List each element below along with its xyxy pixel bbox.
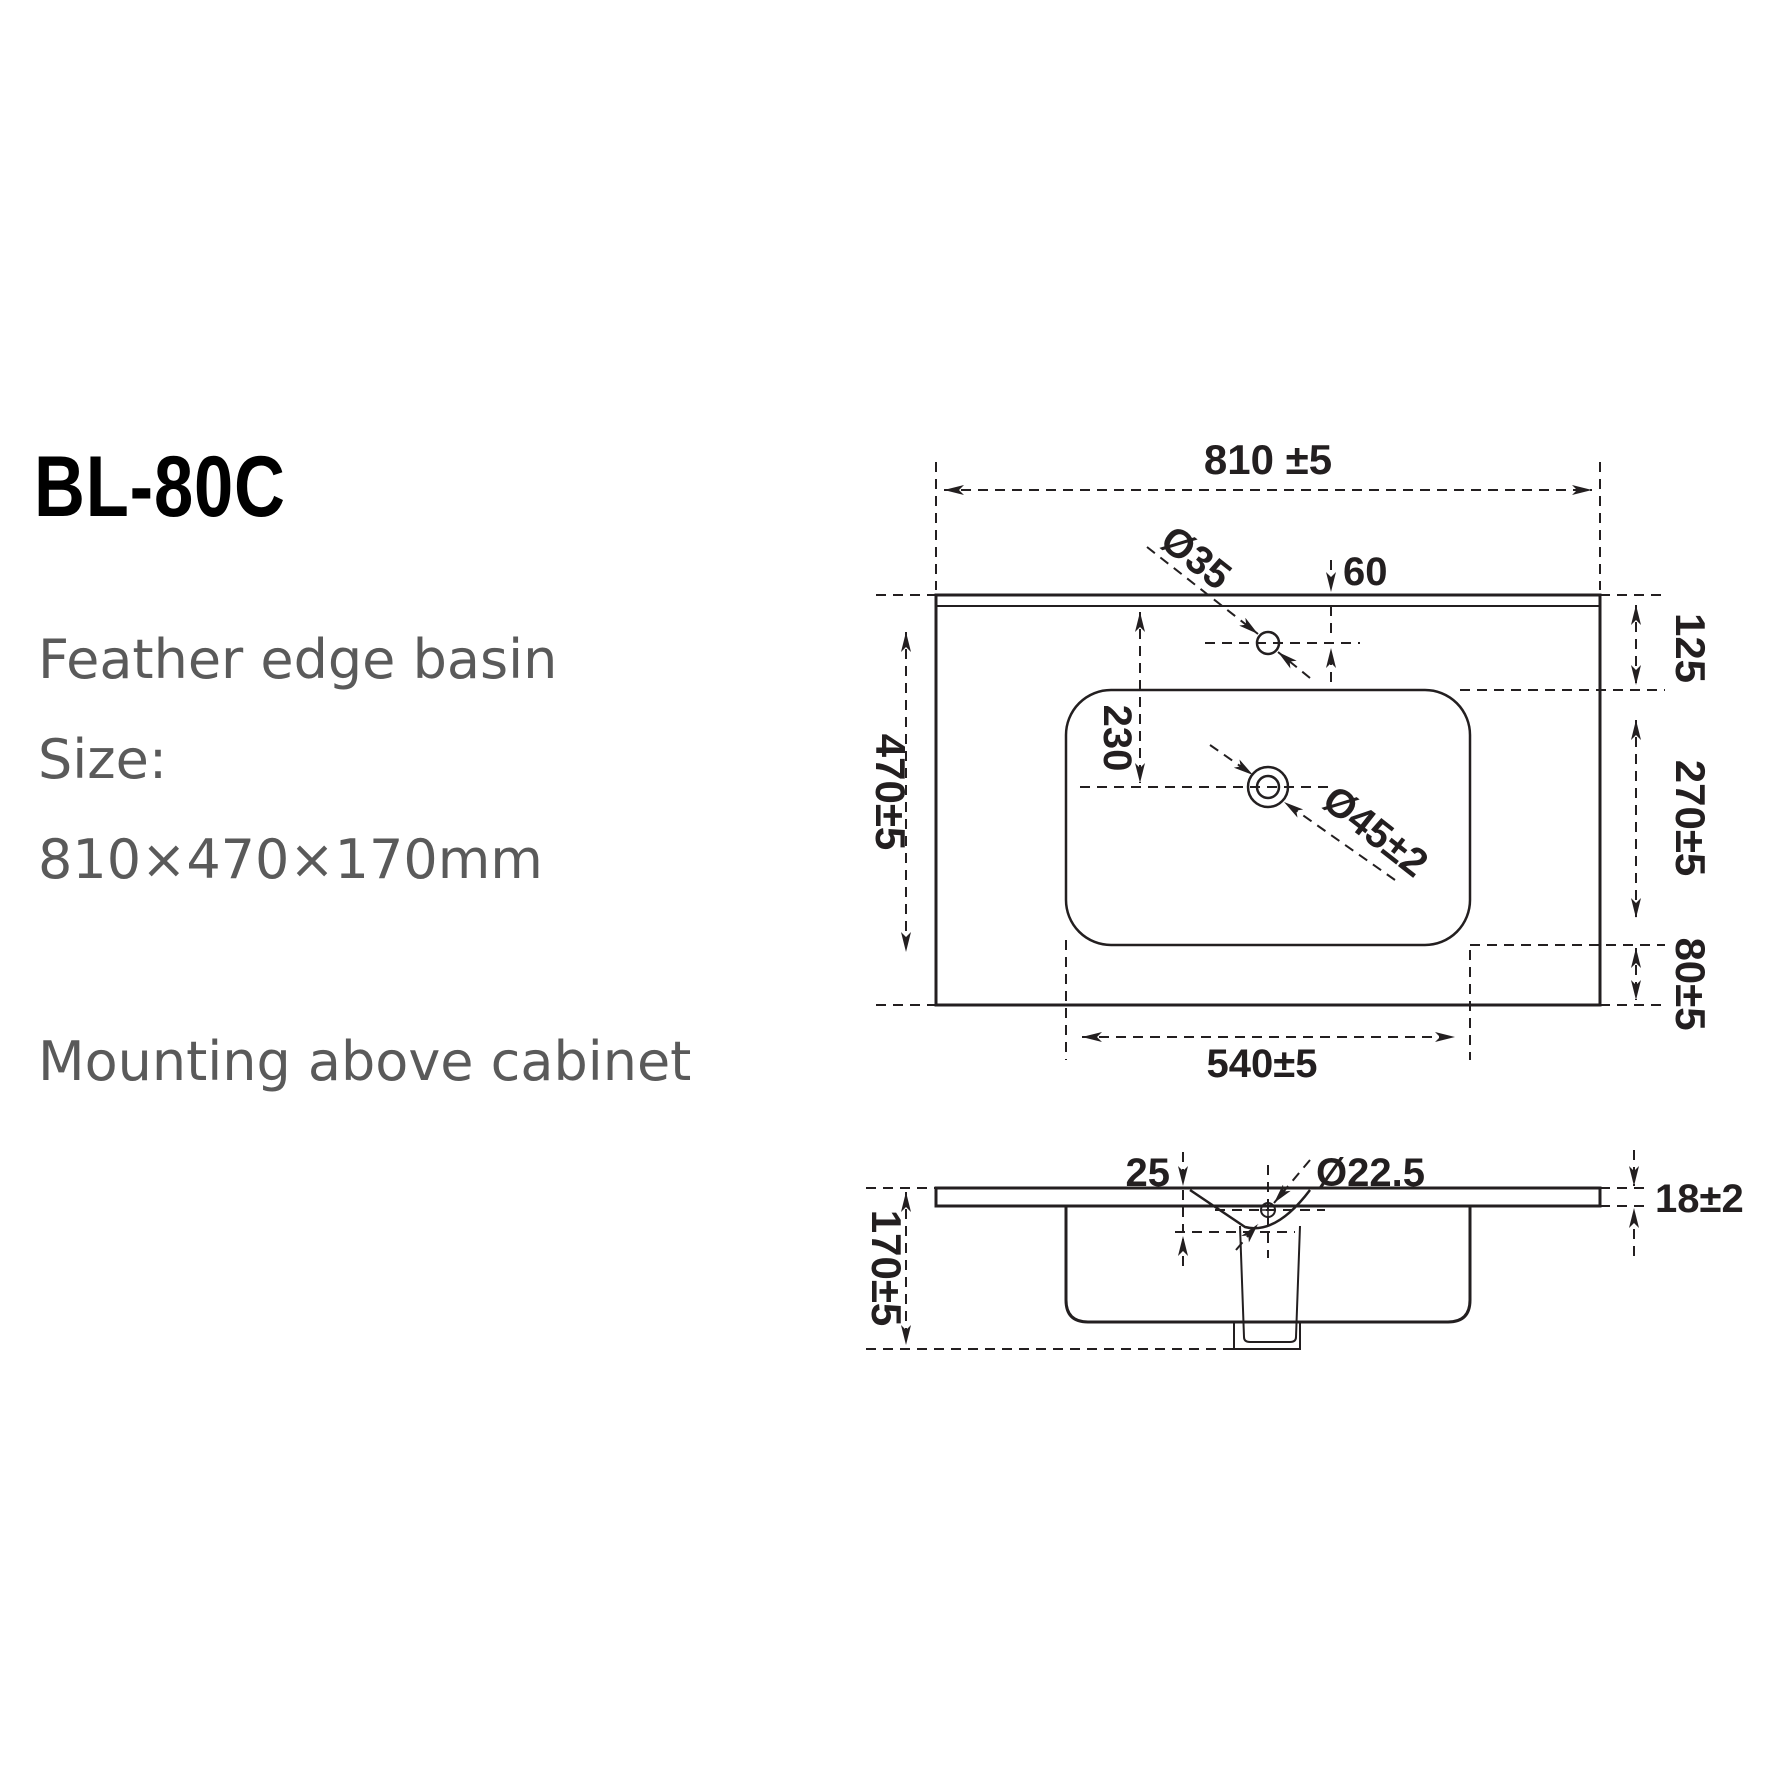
dim-overflow-diameter: Ø22.5	[1316, 1151, 1425, 1195]
side-view: 25 Ø22.5 18±2 170±5	[863, 1150, 1744, 1350]
description-line-type: Feather edge basin	[38, 628, 558, 691]
dim-back-to-bowl: 125	[1667, 613, 1714, 683]
dim-tap-offset: 60	[1343, 550, 1388, 594]
dim-slab-thickness: 18±2	[1655, 1177, 1744, 1221]
dim-bowl-depth: 270±5	[1667, 760, 1714, 876]
top-view: 810 ±5 470±5 125 270±5 80±5 230 60 Ø35	[867, 436, 1714, 1086]
dim-overflow-offset: 25	[1126, 1151, 1171, 1195]
dim-overall-depth: 470±5	[867, 734, 914, 850]
countertop-outline	[934, 593, 1602, 1007]
dim-drain-diameter: Ø45±2	[1314, 777, 1436, 885]
dim-overall-width: 810 ±5	[1204, 436, 1332, 483]
dim-bowl-to-front: 80±5	[1667, 937, 1714, 1030]
dim-overall-height: 170±5	[863, 1210, 910, 1326]
drain-base	[1233, 1322, 1301, 1350]
description-line-size-label: Size:	[38, 728, 168, 791]
drain-pipe	[1239, 1225, 1301, 1343]
bowl-profile	[1064, 1206, 1472, 1324]
description-line-mounting: Mounting above cabinet	[38, 1030, 692, 1093]
description-line-dimensions: 810×470×170mm	[38, 828, 543, 891]
dim-back-to-drain: 230	[1095, 705, 1139, 772]
bowl-outline	[1064, 688, 1472, 947]
dim-tap-hole-diameter: Ø35	[1152, 517, 1239, 598]
model-title: BL-80C	[34, 439, 286, 535]
dim-bowl-width: 540±5	[1207, 1042, 1318, 1086]
